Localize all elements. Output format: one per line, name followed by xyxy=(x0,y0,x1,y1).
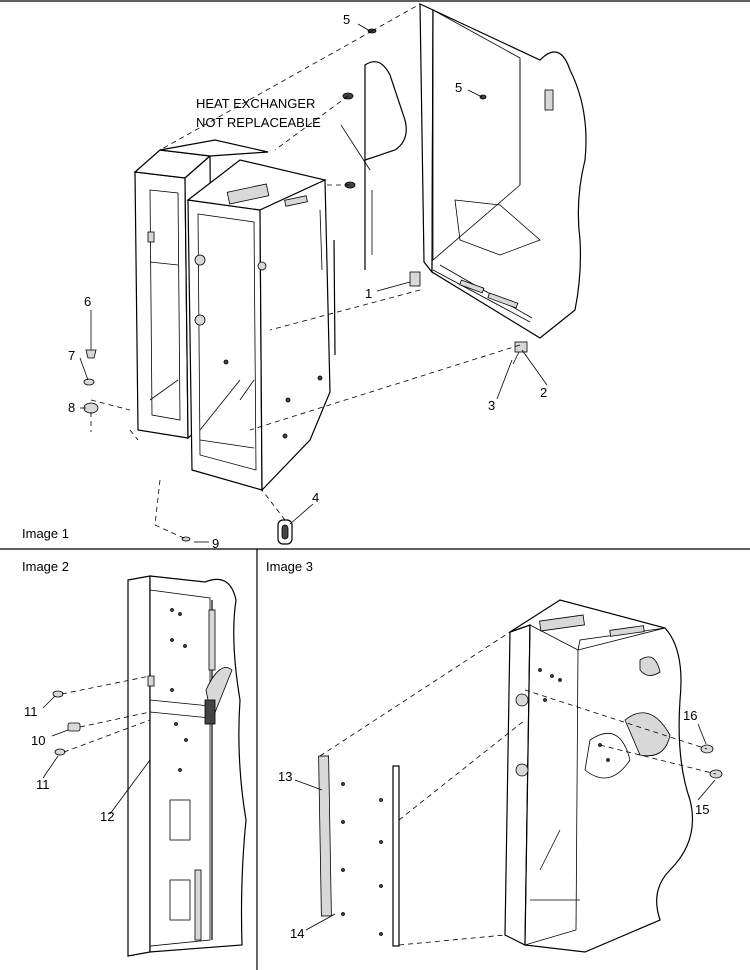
callout-4: 4 xyxy=(312,490,319,505)
panel-label-image2: Image 2 xyxy=(22,559,69,574)
callout-11-upper: 11 xyxy=(24,704,38,719)
callout-7: 7 xyxy=(68,348,75,363)
callouts: 5 5 1 2 3 6 7 8 4 9 11 10 11 12 13 14 16… xyxy=(24,12,709,941)
callout-5-top: 5 xyxy=(343,12,350,27)
heat-exchanger-note-line1: HEAT EXCHANGER xyxy=(196,96,315,111)
image1-drawing xyxy=(83,3,587,545)
callout-15: 15 xyxy=(695,802,709,817)
callout-8: 8 xyxy=(68,400,75,415)
callout-16: 16 xyxy=(683,708,697,723)
callout-9: 9 xyxy=(212,536,219,551)
image2-drawing xyxy=(52,575,247,957)
callout-3: 3 xyxy=(488,398,495,413)
callout-1: 1 xyxy=(365,286,372,301)
callout-6: 6 xyxy=(84,294,91,309)
callout-14: 14 xyxy=(290,926,304,941)
callout-13: 13 xyxy=(278,769,292,784)
callout-5-right: 5 xyxy=(455,80,462,95)
image3-drawing xyxy=(318,599,723,953)
heat-exchanger-note-line2: NOT REPLACEABLE xyxy=(196,115,321,130)
part-6-screw xyxy=(85,340,97,359)
callout-2: 2 xyxy=(540,385,547,400)
callout-11-lower: 11 xyxy=(36,777,50,792)
panel-label-image3: Image 3 xyxy=(266,559,313,574)
leader-lines xyxy=(42,23,716,931)
panel-label-image1: Image 1 xyxy=(22,526,69,541)
callout-10: 10 xyxy=(31,733,45,748)
callout-12: 12 xyxy=(100,809,114,824)
